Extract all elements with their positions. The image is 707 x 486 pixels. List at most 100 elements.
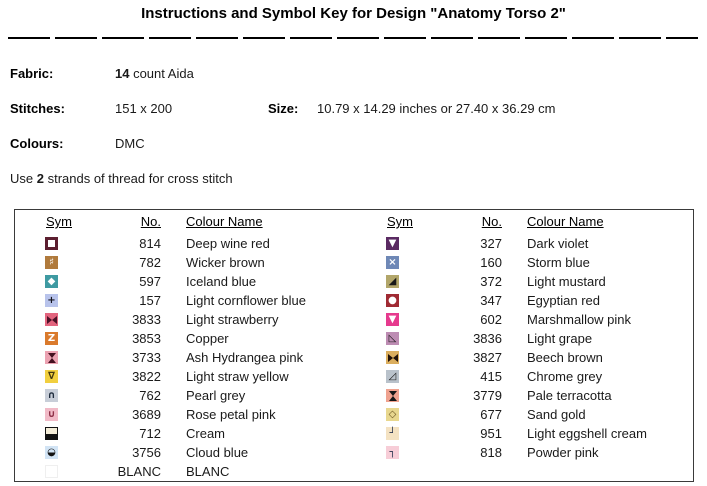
fabric-label: Fabric: <box>10 66 54 81</box>
symbol-cell: ● <box>356 294 399 307</box>
colours-value: DMC <box>115 136 145 151</box>
triangle-part <box>387 353 393 362</box>
colours-row: Colours: DMC <box>10 136 697 152</box>
symbol-cell: ∩ <box>15 389 58 402</box>
colour-number: 782 <box>139 255 161 270</box>
colour-number: 327 <box>480 236 502 251</box>
colour-name: Deep wine red <box>186 236 270 251</box>
colour-name: Light strawberry <box>186 312 279 327</box>
colour-name: Pale terracotta <box>527 388 612 403</box>
symbol-cell <box>15 237 58 250</box>
colour-name: Egyptian red <box>527 293 600 308</box>
colour-number: 597 <box>139 274 161 289</box>
colour-name: Light straw yellow <box>186 369 289 384</box>
colour-number: 157 <box>139 293 161 308</box>
symbol-cell <box>15 465 58 478</box>
cap-arc-icon: ∩ <box>45 389 58 402</box>
circle-icon: ● <box>386 294 399 307</box>
colour-number: 814 <box>139 236 161 251</box>
colours-label: Colours: <box>10 136 64 151</box>
strands-suffix: strands of thread for cross stitch <box>43 171 233 186</box>
letter-z-icon: Z <box>45 332 58 345</box>
symbol-cell: ┘ <box>356 427 399 440</box>
colour-name: Copper <box>186 331 229 346</box>
cross-x-icon: × <box>386 256 399 269</box>
colour-number: 677 <box>480 407 502 422</box>
strands-note: Use 2 strands of thread for cross stitch <box>10 171 697 187</box>
header-no: No. <box>140 214 161 229</box>
colour-name: Light eggshell cream <box>527 426 647 441</box>
blank-square-icon <box>45 465 58 478</box>
fabric-value: 14 count Aida <box>115 66 194 81</box>
symbol-cell: ◆ <box>15 275 58 288</box>
size-value: 10.79 x 14.29 inches or 27.40 x 36.29 cm <box>317 101 556 116</box>
symbol-cell: ▼ <box>356 237 399 250</box>
triangle-part <box>388 395 397 401</box>
colour-number: 3822 <box>132 369 161 384</box>
diamond-icon: ◆ <box>45 275 58 288</box>
table-row: ∇ 3822 Light straw yellow <box>15 367 350 386</box>
strands-prefix: Use <box>10 171 37 186</box>
hourglass-icon <box>45 351 58 364</box>
half-filled-circle-icon: ◒ <box>45 446 58 459</box>
colour-number: 951 <box>480 426 502 441</box>
fabric-row: Fabric: 14 count Aida <box>10 66 697 82</box>
colour-name: Storm blue <box>527 255 590 270</box>
symbol-cell: ∪ <box>15 408 58 421</box>
colour-name: Dark violet <box>527 236 589 251</box>
stitches-label: Stitches: <box>10 101 65 116</box>
symbol-cell: ▼ <box>356 313 399 326</box>
symbol-cell: ∇ <box>15 370 58 383</box>
colour-name: Wicker brown <box>186 255 265 270</box>
symbol-cell <box>15 313 58 326</box>
table-row: ◆ 597 Iceland blue <box>15 272 350 291</box>
table-row: 814 Deep wine red <box>15 234 350 253</box>
symbol-cell: ◒ <box>15 446 58 459</box>
colour-name: Light cornflower blue <box>186 293 306 308</box>
corner-top-right-icon: ┐ <box>386 446 399 459</box>
half-filled-square-icon <box>45 427 58 440</box>
colour-number: 160 <box>480 255 502 270</box>
triangle-outline-icon: ◺ <box>386 332 399 345</box>
key-column-left: Sym No. Colour Name 814 Deep wine red ♯ 782… <box>15 214 350 481</box>
nabla-triangle-icon: ∇ <box>45 370 58 383</box>
colour-number: BLANC <box>117 464 161 479</box>
table-row: ♯ 782 Wicker brown <box>15 253 350 272</box>
colour-name: Iceland blue <box>186 274 257 289</box>
header-sym: Sym <box>387 214 413 229</box>
header-sym: Sym <box>46 214 72 229</box>
symbol-cell: ◿ <box>356 370 399 383</box>
symbol-cell <box>15 351 58 364</box>
open-square-icon <box>45 237 58 250</box>
colour-name: Powder pink <box>527 445 599 460</box>
triangle-part <box>47 357 56 363</box>
colour-number: 3733 <box>132 350 161 365</box>
symbol-cell: ♯ <box>15 256 58 269</box>
size-label: Size: <box>268 101 299 116</box>
symbol-cell <box>356 351 399 364</box>
colour-name: Chrome grey <box>527 369 603 384</box>
colour-number: 415 <box>480 369 502 384</box>
colour-number: 602 <box>480 312 502 327</box>
colour-name: Cloud blue <box>186 445 249 460</box>
cup-u-icon: ∪ <box>45 408 58 421</box>
header-name: Colour Name <box>527 214 604 229</box>
header-name: Colour Name <box>186 214 263 229</box>
symbol-cell: × <box>356 256 399 269</box>
colour-name: Pearl grey <box>186 388 246 403</box>
colour-name: Rose petal pink <box>186 407 276 422</box>
bowtie-icon <box>45 313 58 326</box>
